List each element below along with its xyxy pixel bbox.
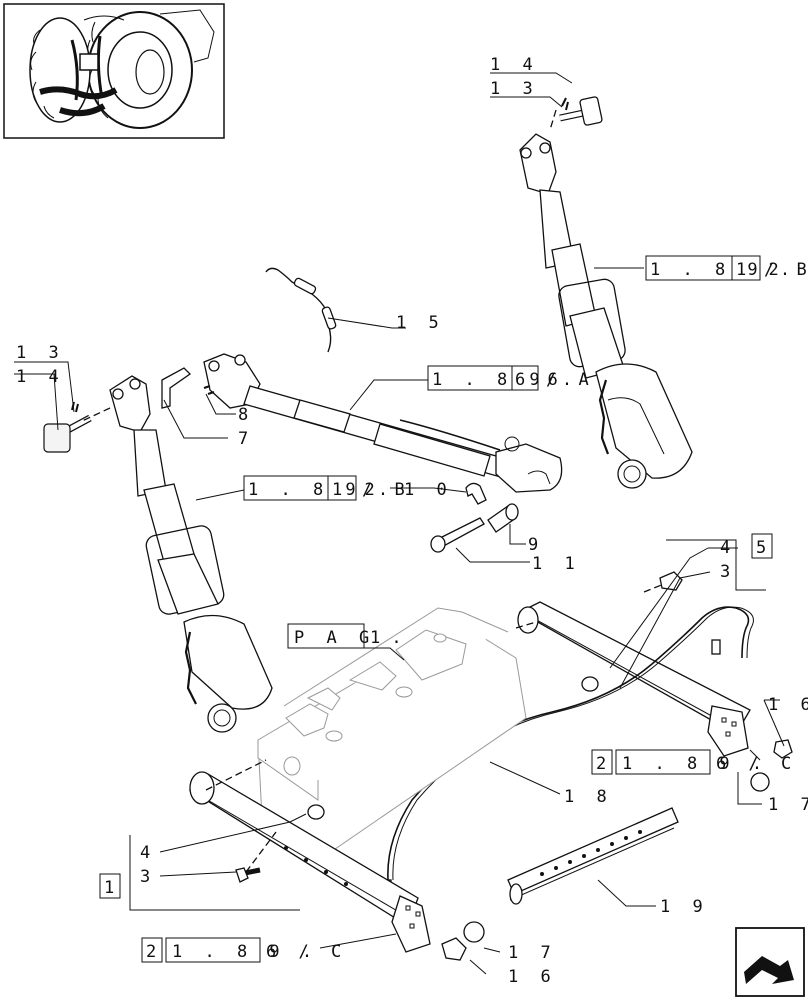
callout-10: 1 0 bbox=[404, 480, 453, 500]
callout-18: 1 8 bbox=[564, 787, 613, 807]
chain bbox=[265, 267, 337, 353]
lower-link-right bbox=[517, 601, 751, 757]
callout-labels: 1 4 1 3 1 5 1 3 1 4 8 7 1 0 9 1 1 4 3 1 … bbox=[16, 55, 808, 987]
callout-17-right: 1 7 bbox=[768, 795, 808, 815]
svg-text:/ B: / B bbox=[362, 480, 411, 500]
svg-text:1 2: 1 2 bbox=[332, 480, 381, 500]
svg-text:2: 2 bbox=[146, 942, 162, 962]
callout-19: 1 9 bbox=[660, 897, 709, 917]
svg-text:/ A: / A bbox=[546, 370, 595, 390]
ref-1-89-66a[interactable]: 1 . 8 9 . 6 6 / A bbox=[427, 365, 595, 391]
bolt-bushing-clip bbox=[430, 482, 519, 553]
bushing-right bbox=[581, 571, 793, 792]
ref-1-89-12b-right[interactable]: 1 . 8 9 . 1 2 / B bbox=[645, 255, 808, 281]
ref-1-89-12b-left[interactable]: 1 . 8 9 . 1 2 / B bbox=[243, 475, 411, 501]
callout-16-right: 1 6 bbox=[768, 695, 808, 715]
ref-2-1-89-6c-bottom[interactable]: 2 1 . 8 9 . 6 / C bbox=[141, 937, 347, 963]
callout-17-bottom: 1 7 bbox=[508, 943, 557, 963]
top-link-right bbox=[519, 133, 693, 489]
svg-text:1 . 8 9 .: 1 . 8 9 . bbox=[622, 754, 768, 774]
svg-text:6 6: 6 6 bbox=[515, 370, 564, 390]
callout-14-left: 1 4 bbox=[16, 367, 65, 387]
svg-text:1 2: 1 2 bbox=[736, 260, 785, 280]
callout-8: 8 bbox=[238, 405, 254, 425]
callout-4-left: 4 bbox=[140, 843, 156, 863]
tractor-thumbnail bbox=[3, 3, 225, 139]
svg-text:1 . 8 9 .: 1 . 8 9 . bbox=[650, 260, 796, 280]
ref-pag-1[interactable]: P A G . 1 bbox=[287, 623, 408, 649]
navigation-arrow-icon[interactable] bbox=[735, 927, 805, 997]
svg-text:1: 1 bbox=[370, 628, 386, 648]
callout-box-1: 1 bbox=[99, 873, 121, 899]
lift-rod-assembly bbox=[161, 353, 563, 493]
svg-text:6 / C: 6 / C bbox=[716, 754, 797, 774]
callout-13-left: 1 3 bbox=[16, 343, 65, 363]
drawbar bbox=[507, 807, 679, 905]
callout-15: 1 5 bbox=[396, 313, 445, 333]
lower-link-left bbox=[188, 771, 431, 953]
pin-left bbox=[43, 401, 92, 453]
svg-text:2: 2 bbox=[596, 754, 612, 774]
callout-16-bottom: 1 6 bbox=[508, 967, 557, 987]
callout-14-top: 1 4 bbox=[490, 55, 539, 75]
callout-box-5: 5 bbox=[751, 533, 773, 559]
top-link-left bbox=[109, 375, 273, 733]
callout-13-top: 1 3 bbox=[490, 79, 539, 99]
bushing-bottom bbox=[235, 804, 485, 961]
callout-4-right: 4 bbox=[720, 538, 736, 558]
callout-3-left: 3 bbox=[140, 867, 156, 887]
svg-text:1: 1 bbox=[104, 878, 120, 898]
leader-lines bbox=[14, 72, 785, 975]
pin-top-right bbox=[559, 96, 603, 126]
svg-text:/ B: / B bbox=[764, 260, 808, 280]
svg-text:1 . 8 9 .: 1 . 8 9 . bbox=[172, 942, 318, 962]
svg-text:1 . 8 9 .: 1 . 8 9 . bbox=[248, 480, 394, 500]
svg-text:6 / C: 6 / C bbox=[266, 942, 347, 962]
svg-text:1 . 8 9 .: 1 . 8 9 . bbox=[432, 370, 578, 390]
svg-text:P A G .: P A G . bbox=[294, 628, 408, 648]
callout-7: 7 bbox=[238, 429, 254, 449]
svg-text:5: 5 bbox=[756, 538, 772, 558]
hitch-housing bbox=[257, 607, 527, 859]
callout-9: 9 bbox=[528, 535, 544, 555]
ref-2-1-89-6c-right[interactable]: 2 1 . 8 9 . 6 / C bbox=[591, 749, 797, 775]
callout-3-right: 3 bbox=[720, 562, 736, 582]
callout-11: 1 1 bbox=[532, 554, 581, 574]
